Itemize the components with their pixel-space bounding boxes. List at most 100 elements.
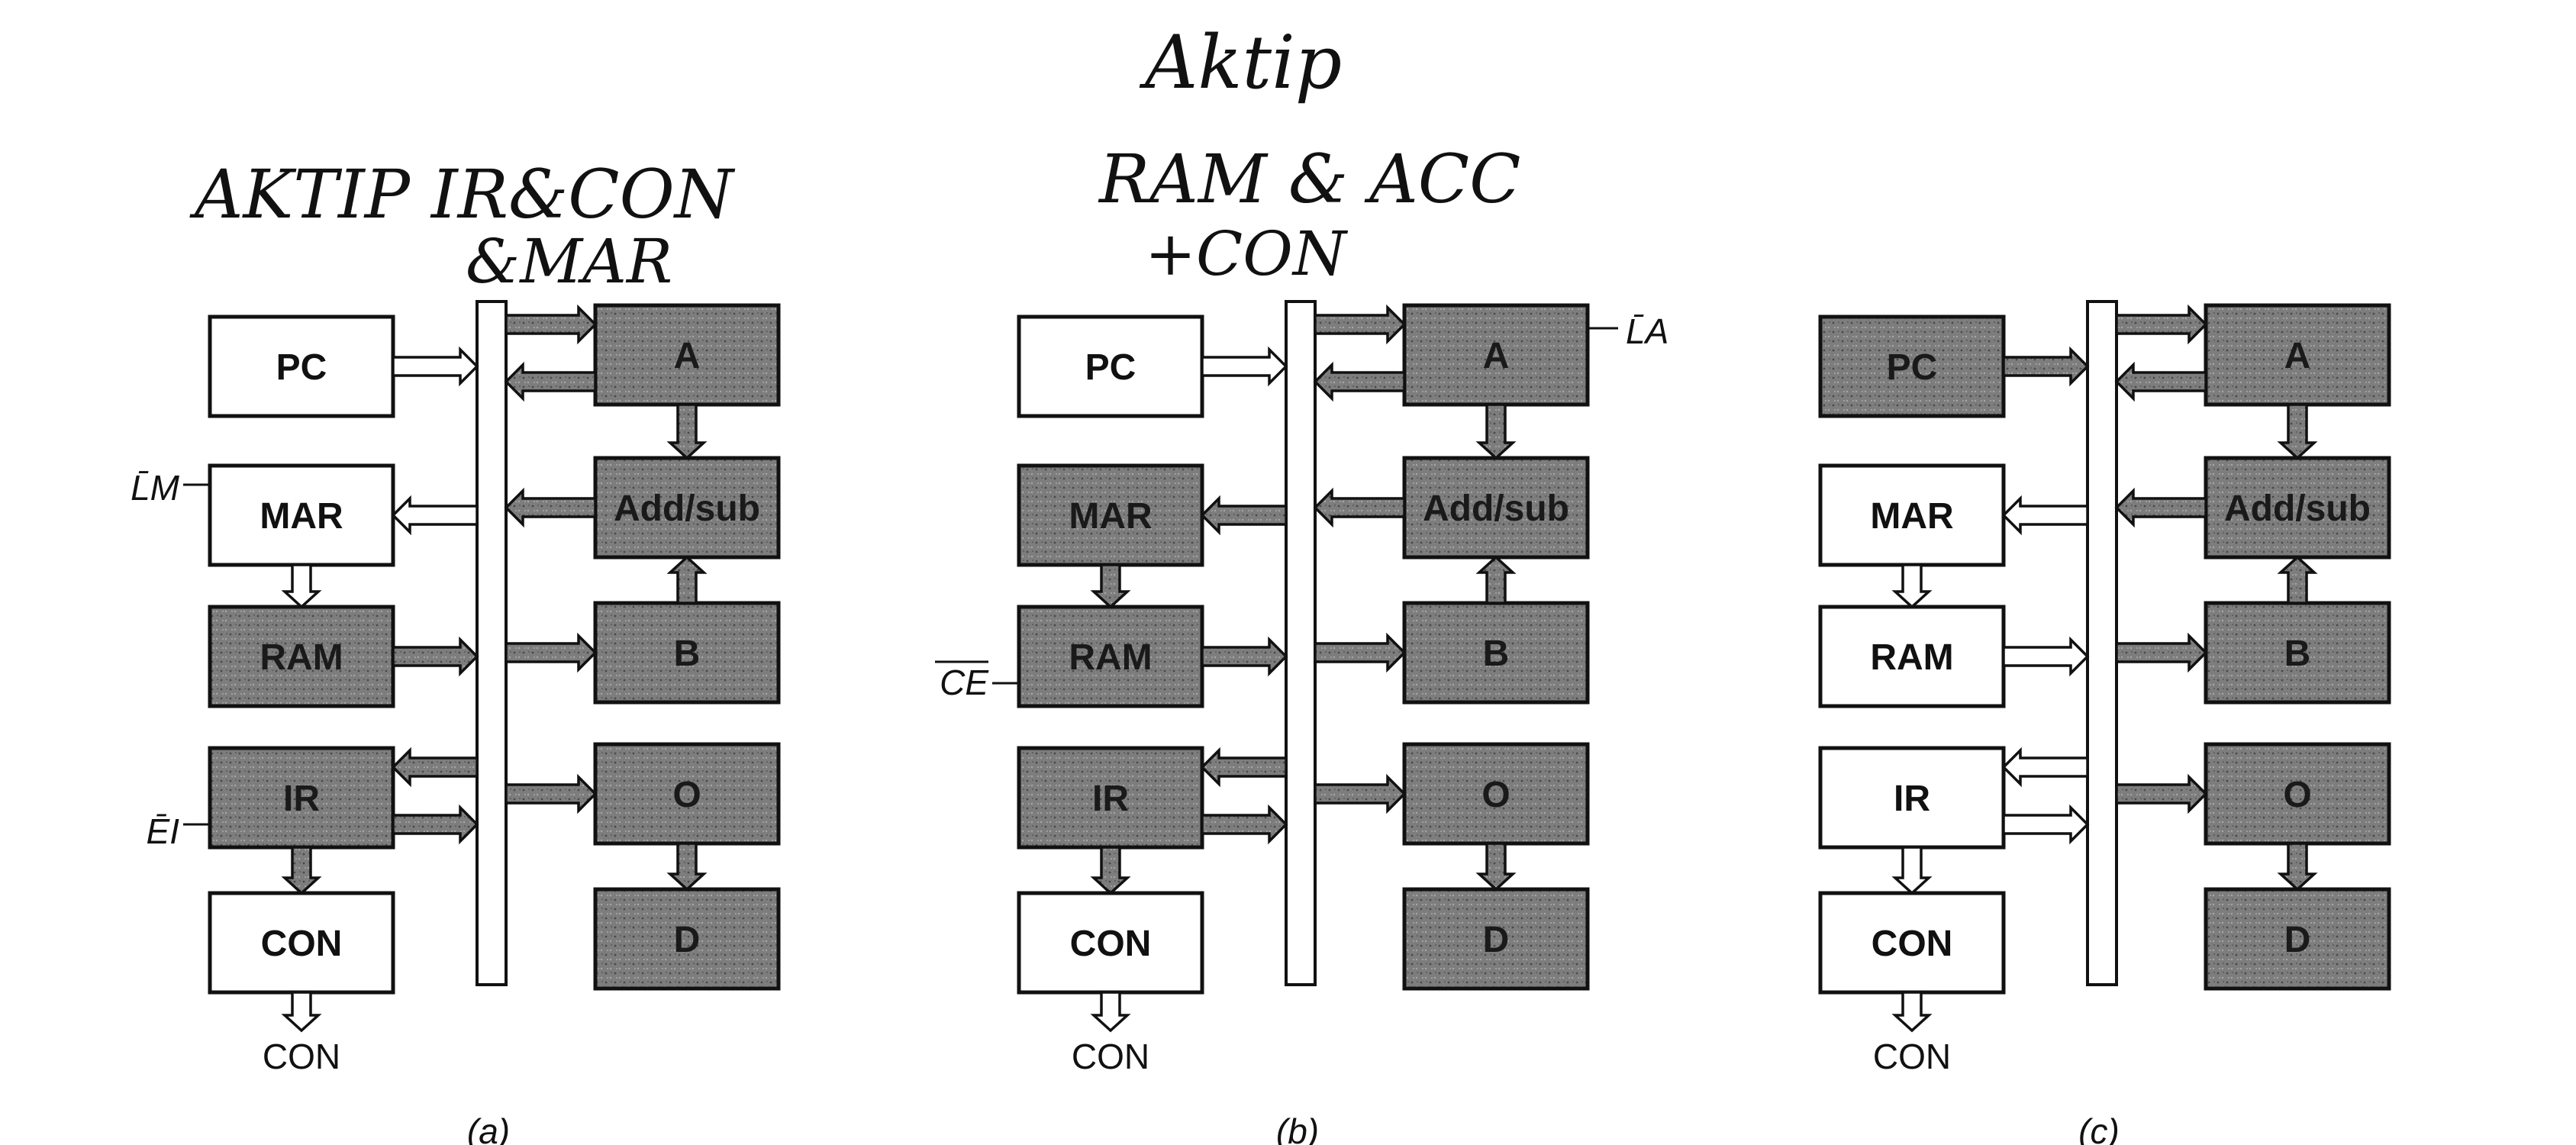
con-label: CON [1872, 924, 1953, 964]
con-label: CON [261, 924, 343, 964]
signal-ir: ĒI [147, 811, 180, 851]
ram-to-bus-arrow [392, 636, 479, 677]
a-to-addsub-arrow [2277, 403, 2318, 460]
a-label: A [1483, 336, 1510, 376]
b-register-box [2204, 601, 2391, 705]
diagram-group: PCMARRAMIRCONAAdd/subBODCONL̄MĒI(a)PCMAR… [131, 300, 2391, 1145]
mar-register-box [1818, 463, 2006, 567]
bus-to-ir-arrow [2001, 747, 2089, 788]
ir-register-box [208, 746, 395, 850]
b-to-addsub-arrow [2277, 555, 2318, 605]
d-label: D [1483, 920, 1510, 960]
mar-to-ram-arrow [1090, 563, 1131, 609]
ram-label: RAM [1069, 637, 1152, 678]
d-label: D [2284, 920, 2311, 960]
con-output-label: CON [1072, 1037, 1149, 1076]
a-to-addsub-arrow [1475, 403, 1517, 460]
bus-to-b-arrow [505, 632, 598, 673]
bus-to-mar-arrow [391, 495, 479, 536]
ram-register-box [1818, 605, 2006, 708]
ir-label: IR [283, 779, 320, 819]
signal-a: L̄A [1626, 311, 1668, 351]
ram-to-bus-arrow [1201, 636, 1288, 677]
o-to-d-arrow [666, 842, 708, 892]
d-label: D [674, 920, 701, 960]
ir-to-con-arrow [1090, 846, 1131, 895]
b-label: B [2284, 634, 2311, 674]
addsub-to-bus-arrow [504, 487, 597, 528]
b-label: B [674, 634, 701, 674]
addsub-label: Add/sub [614, 489, 760, 529]
a-to-addsub-arrow [666, 403, 708, 460]
a-register-box [2204, 303, 2391, 407]
w-bus [476, 300, 508, 986]
bus-to-o-arrow [1314, 773, 1407, 814]
con-register-box [1818, 891, 2006, 995]
addsub-register-box [2204, 456, 2391, 560]
addsub-to-bus-arrow [2114, 487, 2207, 528]
handwritten-note-b-line1: RAM & ACC [1098, 140, 1520, 218]
pc-label: PC [1887, 347, 1938, 388]
con-label: CON [1070, 924, 1152, 964]
handwritten-note-a-line1: AKTIP IR&CON [189, 155, 736, 234]
diagram-caption: (a) [467, 1111, 510, 1145]
ram-label: RAM [1870, 637, 1953, 678]
handwritten-note-a-line2: &MAR [466, 226, 672, 297]
pc-register-box [1017, 314, 1204, 418]
con-output-label: CON [263, 1037, 340, 1076]
pc-label: PC [1085, 347, 1136, 388]
bus-to-mar-arrow [1200, 495, 1288, 536]
con-output-arrow [1090, 991, 1131, 1033]
a-to-bus-arrow [2114, 361, 2207, 402]
o-label: O [672, 775, 701, 815]
bus-to-a-arrow [505, 304, 598, 345]
diagram-caption: (b) [1276, 1111, 1319, 1145]
pc-label: PC [276, 347, 327, 388]
con-register-box [1017, 891, 1204, 995]
pc-to-bus-arrow [1201, 346, 1288, 387]
ir-to-bus-arrow [392, 804, 479, 845]
pc-register-box [1818, 314, 2006, 418]
diagram-caption: (c) [2078, 1111, 2120, 1145]
mar-to-ram-arrow [281, 563, 322, 609]
mar-label: MAR [260, 496, 343, 537]
mar-register-box [208, 463, 395, 567]
b-label: B [1483, 634, 1510, 674]
ir-to-con-arrow [281, 846, 322, 895]
addsub-to-bus-arrow [1313, 487, 1406, 528]
a-label: A [674, 336, 701, 376]
bus-to-o-arrow [2115, 773, 2208, 814]
pc-to-bus-arrow [2002, 346, 2090, 387]
w-bus [1285, 300, 1317, 986]
a-register-box [593, 303, 781, 407]
ir-to-con-arrow [1891, 846, 1933, 895]
con-output-arrow [1891, 991, 1933, 1033]
addsub-label: Add/sub [2224, 489, 2371, 529]
b-to-addsub-arrow [666, 555, 708, 605]
pc-register-box [208, 314, 395, 418]
addsub-label: Add/sub [1423, 489, 1569, 529]
b-register-box [1402, 601, 1590, 705]
mar-label: MAR [1069, 496, 1152, 537]
a-to-bus-arrow [504, 361, 597, 402]
a-to-bus-arrow [1313, 361, 1406, 402]
o-to-d-arrow [1475, 842, 1517, 892]
d-register-box [593, 887, 781, 991]
ir-to-bus-arrow [2002, 804, 2090, 845]
handwritten-note-b-line2: +CON [1145, 218, 1349, 289]
o-label: O [1481, 775, 1510, 815]
ram-to-bus-arrow [2002, 636, 2090, 677]
w-bus [2086, 300, 2118, 986]
o-label: O [2283, 775, 2311, 815]
a-label: A [2284, 336, 2311, 376]
handwritten-title: Aktip [1139, 20, 1342, 105]
ram-label: RAM [260, 637, 343, 678]
bus-to-ir-arrow [1200, 747, 1288, 788]
d-register-box [2204, 887, 2391, 991]
mar-register-box [1017, 463, 1204, 567]
bus-to-b-arrow [2115, 632, 2208, 673]
